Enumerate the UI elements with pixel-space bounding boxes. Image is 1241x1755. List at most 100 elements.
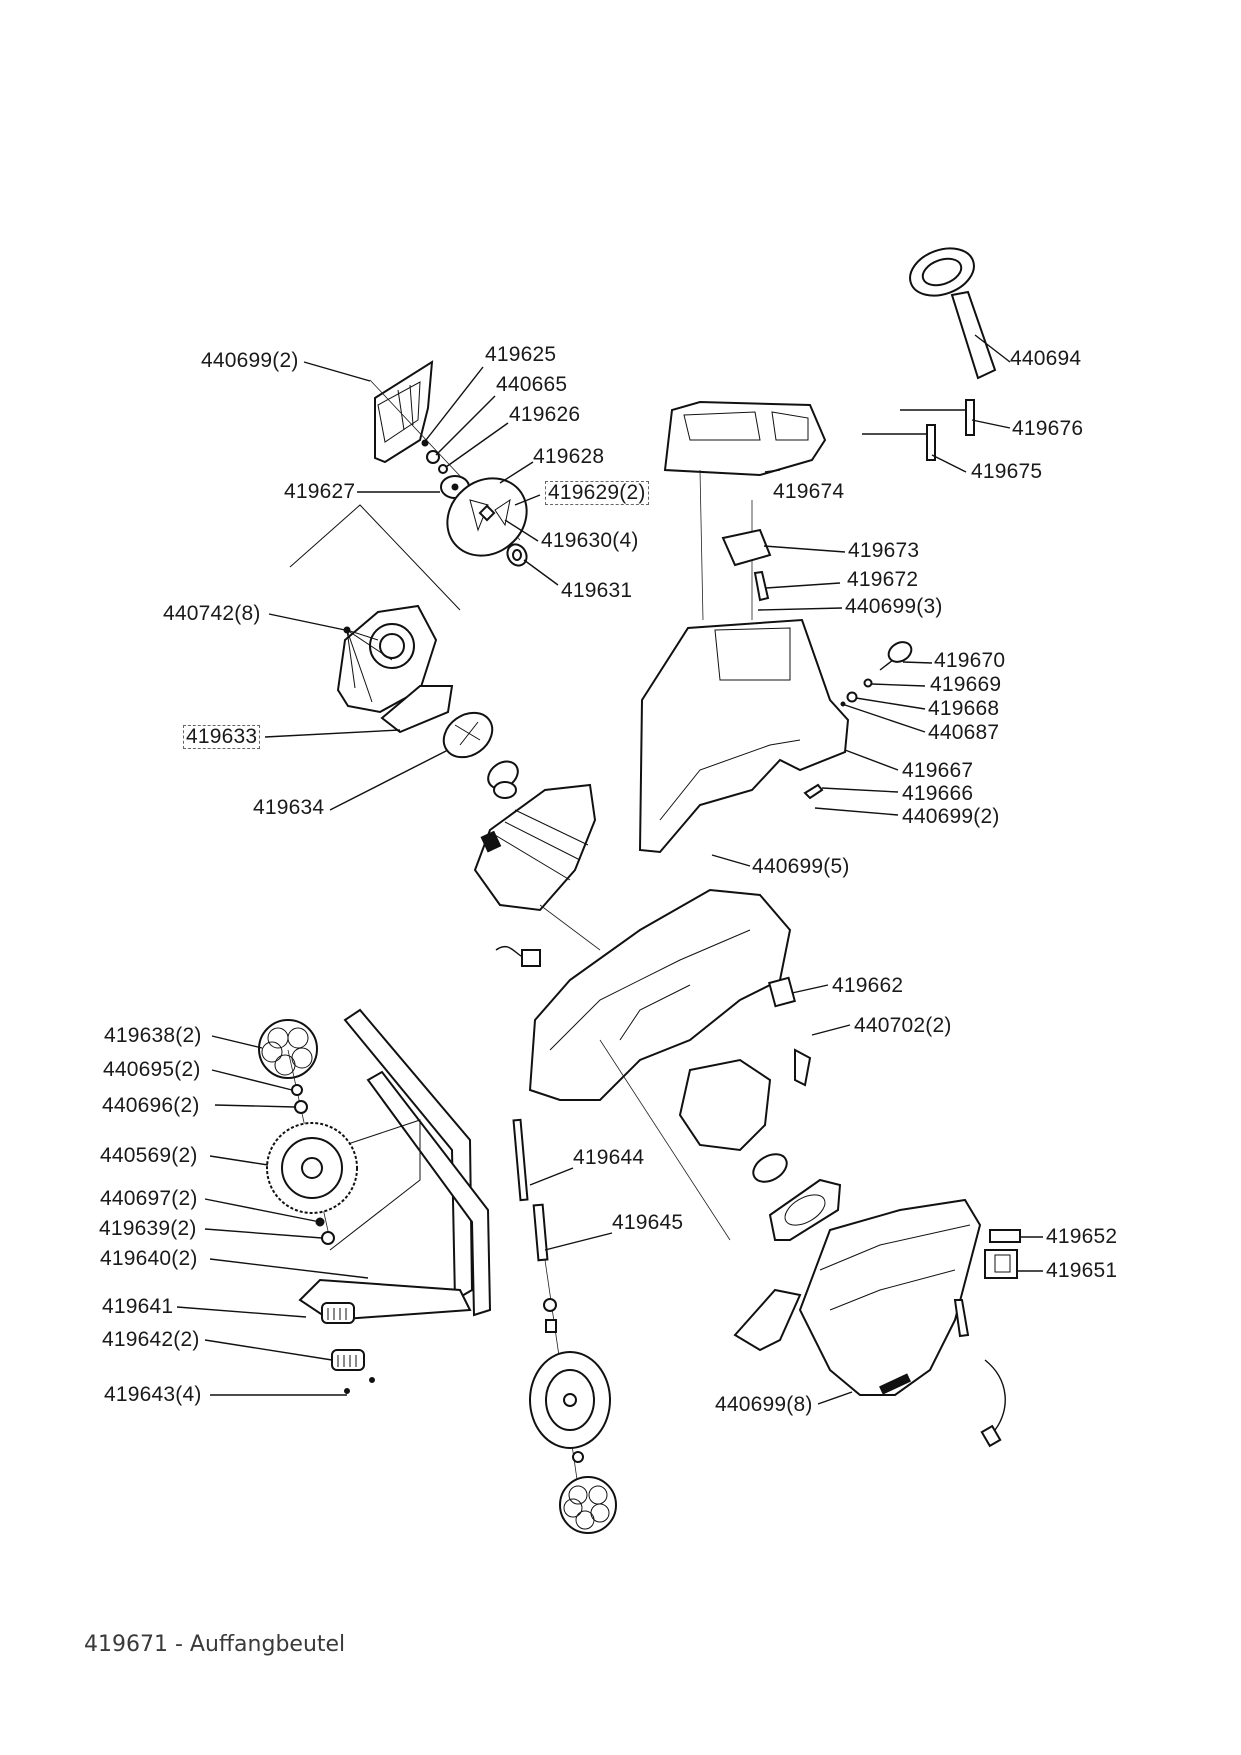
- side-bracket: [733, 1288, 802, 1352]
- nut-440665: [426, 450, 440, 464]
- impeller: [752, 1153, 788, 1183]
- washer-front-a: [543, 1298, 557, 1312]
- part-label-440696: 440696(2): [102, 1094, 200, 1117]
- part-label-419625: 419625: [485, 343, 557, 366]
- washer-419668: [846, 691, 858, 703]
- part-label-419668: 419668: [928, 697, 1000, 720]
- part-label-419627: 419627: [284, 480, 356, 503]
- cable-symbol: [495, 945, 541, 967]
- part-label-419669: 419669: [930, 673, 1002, 696]
- part-label-419644: 419644: [573, 1146, 645, 1169]
- part-label-419642: 419642(2): [102, 1328, 200, 1351]
- part-label-419628: 419628: [533, 445, 605, 468]
- part-label-440665: 440665: [496, 373, 568, 396]
- blade-cover-part: [374, 360, 434, 464]
- chassis-main: [528, 888, 792, 1101]
- hopper-top-419674: [663, 400, 827, 477]
- nut-front: [572, 1451, 584, 1463]
- part-label-419630: 419630(4): [541, 529, 639, 552]
- wheel-440569: [266, 1122, 358, 1214]
- footer-note: 419671 - Auffangbeutel: [84, 1632, 346, 1657]
- part-label-440699-3: 440699(3): [845, 595, 943, 618]
- screw-419643-b: [369, 1377, 375, 1383]
- part-label-440687: 440687: [928, 721, 1000, 744]
- cable-plug: [980, 1359, 1006, 1448]
- part-label-419652: 419652: [1046, 1225, 1118, 1248]
- part-label-419634: 419634: [253, 796, 325, 819]
- washer-419669: [863, 678, 873, 688]
- switch-419662: [768, 976, 796, 1008]
- part-label-440694: 440694: [1010, 347, 1082, 370]
- collection-tray: [798, 1198, 982, 1396]
- foot-419642: [331, 1349, 365, 1371]
- part-label-419643: 419643(4): [104, 1383, 202, 1406]
- leader-lines: [176, 334, 1043, 1405]
- hubcap-419638: [258, 1019, 318, 1079]
- part-label-440569: 440569(2): [100, 1144, 198, 1167]
- screw-leader-fan: [346, 629, 393, 703]
- gasket-plate: [768, 1178, 842, 1241]
- part-label-440695: 440695(2): [103, 1058, 201, 1081]
- clip-part: [794, 1048, 812, 1087]
- part-label-419673: 419673: [848, 539, 920, 562]
- hex-key-419675: [862, 424, 936, 461]
- part-label-440742: 440742(8): [163, 602, 261, 625]
- washer-419626: [438, 464, 448, 474]
- front-wheel: [529, 1351, 611, 1449]
- part-label-419672: 419672: [847, 568, 919, 591]
- hopper-axis: [699, 469, 704, 621]
- clip-419666: [803, 783, 824, 800]
- part-label-419666: 419666: [902, 782, 974, 805]
- part-label-419675: 419675: [971, 460, 1043, 483]
- flap-419673: [721, 528, 772, 567]
- part-label-419633: 419633: [183, 725, 261, 749]
- assembly-guide-line: [289, 504, 461, 611]
- hopper-body-419667: [638, 618, 850, 854]
- part-label-440702: 440702(2): [854, 1014, 952, 1037]
- part-label-419631: 419631: [561, 579, 633, 602]
- part-label-419651: 419651: [1046, 1259, 1118, 1282]
- nut-440695: [291, 1084, 303, 1096]
- screw-419643: [344, 1388, 350, 1394]
- part-label-419626: 419626: [509, 403, 581, 426]
- coupling-419631: [506, 543, 528, 567]
- capacitor-419652: [989, 1229, 1021, 1243]
- part-label-440699-5: 440699(5): [752, 855, 850, 878]
- handle-grip-419641: [321, 1302, 355, 1324]
- blade-disc-419628: [446, 477, 528, 557]
- part-label-419641: 419641: [102, 1295, 174, 1318]
- part-label-419638: 419638(2): [104, 1024, 202, 1047]
- part-label-419676: 419676: [1012, 417, 1084, 440]
- washer-419639: [321, 1231, 335, 1245]
- part-label-440697: 440697(2): [100, 1187, 198, 1210]
- frame-guide-line: [329, 1119, 421, 1251]
- part-label-440699-8: 440699(8): [715, 1393, 813, 1416]
- chassis-axis: [599, 1039, 731, 1241]
- fan-housing: [678, 1058, 772, 1152]
- part-label-419639: 419639(2): [99, 1217, 197, 1240]
- hubcap-front: [559, 1476, 617, 1534]
- screw-419625: [421, 439, 429, 447]
- knob-419670: [879, 641, 913, 671]
- bracket-419672: [753, 570, 770, 602]
- part-label-440699-2-mid: 440699(2): [902, 805, 1000, 828]
- motor-unit: [473, 783, 601, 951]
- wrench-440694: [909, 247, 997, 380]
- hex-key-419676: [900, 399, 975, 436]
- part-label-440699-2-top: 440699(2): [201, 349, 299, 372]
- axle-419645: [532, 1203, 549, 1262]
- switch-box-419651: [984, 1249, 1018, 1279]
- pin-part: [953, 1299, 970, 1338]
- part-label-419645: 419645: [612, 1211, 684, 1234]
- gear-housing: [336, 604, 438, 714]
- part-label-419640: 419640(2): [100, 1247, 198, 1270]
- part-label-419674: 419674: [773, 480, 845, 503]
- part-label-419629: 419629(2): [545, 481, 649, 505]
- spacer-front: [545, 1319, 557, 1333]
- axle-419644: [512, 1118, 529, 1202]
- part-label-419670: 419670: [934, 649, 1006, 672]
- bearing-part: [487, 760, 519, 799]
- washer-440696: [294, 1100, 308, 1114]
- pin-440687: [840, 701, 846, 707]
